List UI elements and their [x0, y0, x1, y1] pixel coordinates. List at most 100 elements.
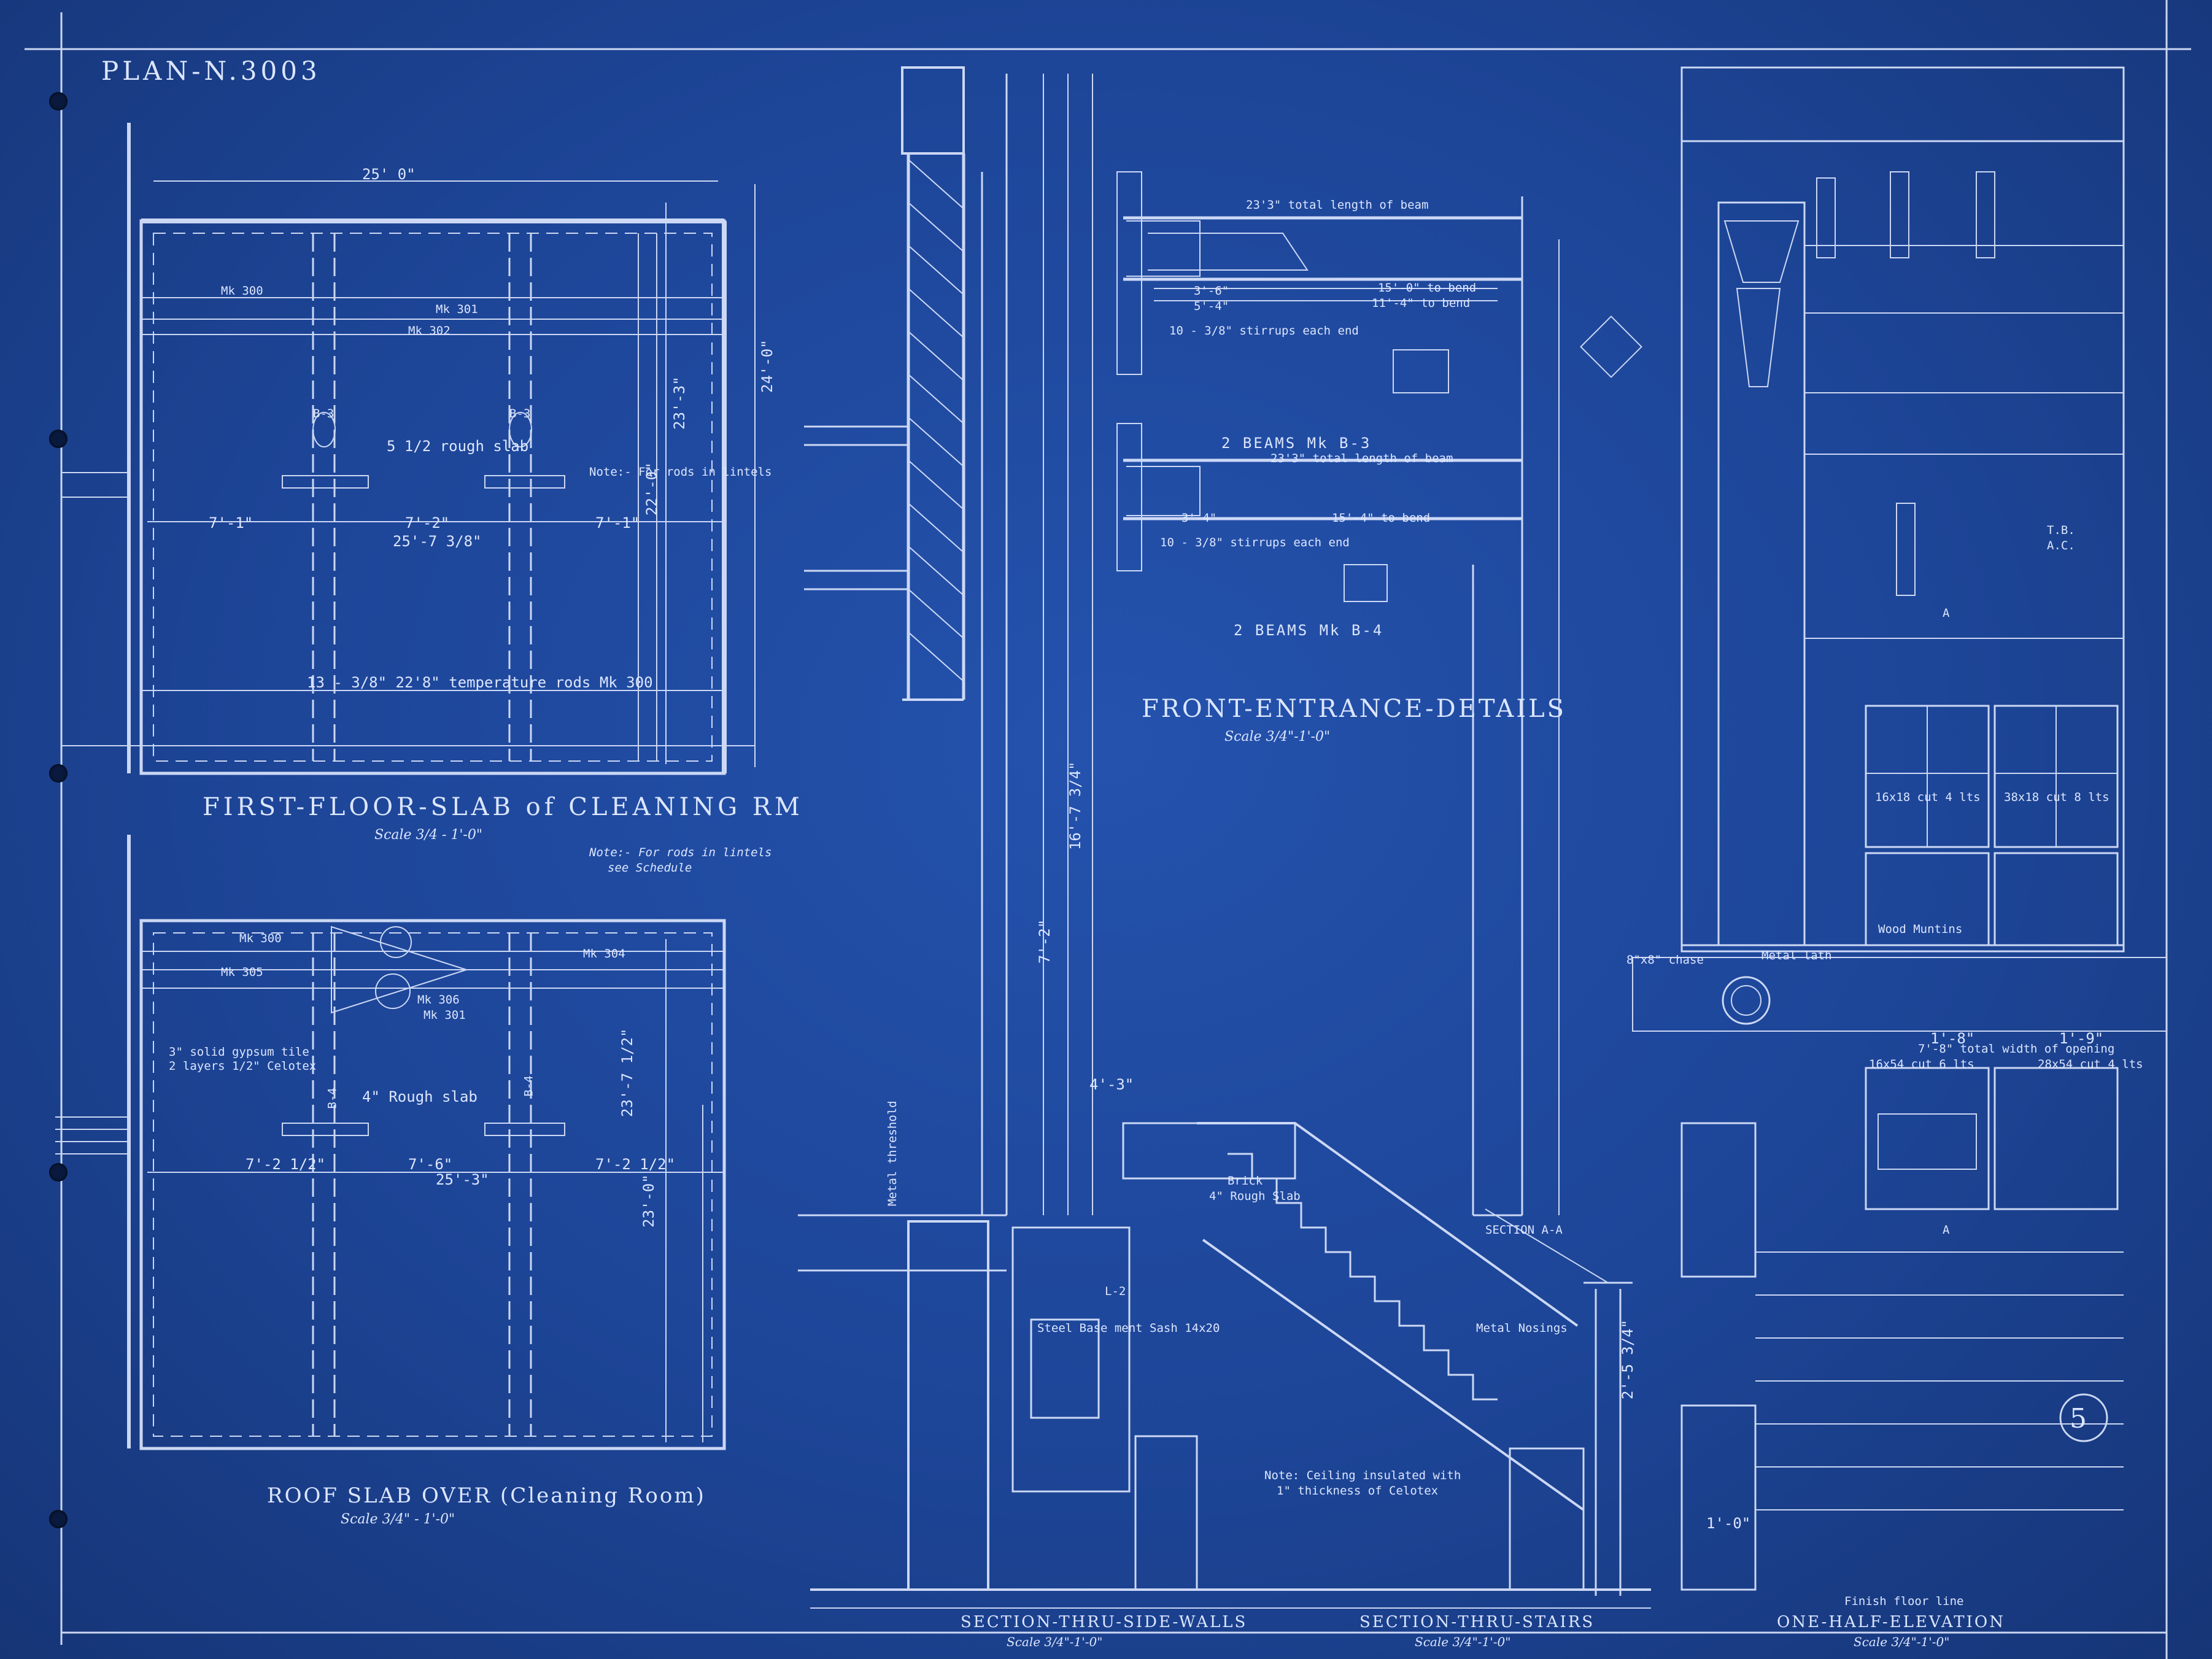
dim-7-6: 7'-6": [408, 1156, 453, 1173]
binder-hole: [49, 1163, 68, 1181]
dim-25-3: 25'-3": [436, 1171, 489, 1188]
dim-1-8: 1'-8": [1930, 1030, 1975, 1047]
view-scale-first-floor: Scale 3/4 - 1'-0": [374, 827, 482, 843]
note-lintels-a: Note:- For rods in lintels: [589, 846, 772, 859]
note-ceiling: Note: Ceiling insulated with: [1264, 1469, 1461, 1482]
dim-11-4: 11'-4" to bend: [1372, 296, 1471, 310]
dim-23-0: 23'-0": [640, 1174, 657, 1228]
note-ceiling-2: 1" thickness of Celotex: [1277, 1484, 1439, 1498]
note-glass-4: 28x54 cut 4 lts: [2038, 1058, 2143, 1071]
dim-7-2h2: 7'-2 1/2": [595, 1156, 676, 1173]
note-metal-lath: Metal lath: [1761, 949, 1832, 962]
dim-15-0: 15'-0" to bend: [1378, 281, 1477, 295]
note-beams-b3: 2 BEAMS Mk B-3: [1221, 435, 1372, 452]
note-rough-slab-1: 5 1/2 rough slab: [387, 438, 529, 455]
view-scale-side-walls: Scale 3/4"-1'-0": [1007, 1634, 1103, 1649]
dim-1-0: 1'-0": [1706, 1515, 1751, 1532]
mark-mk302-a: Mk 302: [408, 324, 451, 338]
mark-b3-left: B-3: [313, 407, 335, 420]
section-stairs: [1122, 1122, 1633, 1596]
binder-hole: [49, 764, 68, 783]
note-glass-3: 16x54 cut 6 lts: [1869, 1058, 1974, 1071]
sheet-number: 5: [2070, 1403, 2087, 1434]
mark-mk306-b: Mk 306: [417, 993, 460, 1007]
view-title-stairs: SECTION-THRU-STAIRS: [1359, 1613, 1595, 1631]
note-temp-rods: 13 - 3/8" 22'8" temperature rods Mk 300: [307, 674, 653, 691]
dim-7-2: 7'-2": [405, 514, 450, 532]
note-beam-len-2: 23'3" total length of beam: [1270, 452, 1453, 465]
view-scale-stairs: Scale 3/4"-1'-0": [1415, 1634, 1511, 1649]
mark-b4-left: B-4: [325, 1088, 339, 1109]
dim-7-1a: 7'-1": [209, 514, 253, 532]
mark-mk304-b: Mk 304: [583, 947, 625, 961]
mark-b3-right: B-3: [509, 407, 531, 420]
note-metal-nosings: Metal Nosings: [1476, 1321, 1568, 1335]
view-title-half-elevation: ONE-HALF-ELEVATION: [1777, 1613, 2005, 1631]
note-stirrups-1: 10 - 3/8" stirrups each end: [1169, 324, 1359, 338]
mark-a-bottom: A: [1943, 1223, 1950, 1237]
note-ac: A.C.: [2047, 539, 2075, 552]
dim-3-4: 3'-4": [1181, 511, 1217, 525]
binder-hole: [49, 1510, 68, 1528]
note-finish-floor: Finish floor line: [1844, 1595, 1964, 1608]
note-tb: T.B.: [2047, 524, 2075, 537]
view-title-first-floor: FIRST-FLOOR-SLAB of CLEANING RM: [203, 793, 804, 821]
note-gypsum: 3" solid gypsum tile: [169, 1045, 309, 1059]
mark-mk301-a: Mk 301: [436, 303, 478, 316]
view-scale-half-elevation: Scale 3/4"-1'-0": [1854, 1634, 1950, 1649]
dim-23-3: 23'-3": [671, 376, 688, 430]
dim-15-4: 15'-4" to bend: [1332, 511, 1431, 525]
dim-23-7: 23'-7 1/2": [619, 1028, 636, 1118]
view-title-roof-slab: ROOF SLAB OVER (Cleaning Room): [267, 1483, 706, 1508]
dim-25-7: 25'-7 3/8": [393, 533, 482, 550]
dim-7-2h: 7'-2 1/2": [246, 1156, 326, 1173]
dim-1-9: 1'-9": [2059, 1030, 2104, 1047]
view-title-side-walls: SECTION-THRU-SIDE-WALLS: [961, 1613, 1248, 1631]
note-stirrups-2: 10 - 3/8" stirrups each end: [1160, 536, 1350, 549]
binder-hole: [49, 430, 68, 448]
dim-4-3: 4'-3": [1089, 1076, 1134, 1093]
view-title-front-entrance: FRONT-ENTRANCE-DETAILS: [1142, 695, 1567, 723]
note-chase: 8"x8" chase: [1626, 953, 1704, 967]
mark-b4-right: B-4: [522, 1075, 536, 1097]
note-rough-slab-2: 4" Rough slab: [362, 1088, 478, 1105]
note-lintels: Note:- For rods in lintels: [589, 465, 772, 479]
dim-24-0: 24'-0": [759, 339, 776, 393]
note-beam-len-1: 23'3" total length of beam: [1246, 198, 1429, 212]
note-beams-b4: 2 BEAMS Mk B-4: [1234, 622, 1384, 639]
beam-details: [1116, 171, 1642, 1215]
first-floor-slab-plan: [61, 123, 756, 775]
half-elevation: [1632, 66, 2167, 1591]
dim-2-5: 2'-5 3/4": [1619, 1319, 1636, 1399]
note-steel-sash: Steel Base ment Sash 14x20: [1037, 1321, 1220, 1335]
note-glass-2: 38x18 cut 8 lts: [2004, 791, 2110, 804]
binder-hole: [49, 92, 68, 110]
mark-a-top: A: [1943, 606, 1950, 620]
note-rough-slab-4: 4" Rough Slab: [1209, 1189, 1301, 1203]
dim-25-0: 25' 0": [362, 166, 416, 183]
note-wood-muntins: Wood Muntins: [1878, 922, 1963, 936]
mark-mk305-b: Mk 305: [221, 965, 263, 979]
note-glass-1: 16x18 cut 4 lts: [1875, 791, 1981, 804]
dim-16-7: 16'-7 3/4": [1067, 761, 1084, 851]
note-opening: 7'-8" total width of opening: [1918, 1042, 2115, 1056]
section-side-walls: [798, 66, 1651, 1609]
view-scale-roof-slab: Scale 3/4" - 1'-0": [341, 1512, 455, 1527]
dim-3-6: 3'-6": [1194, 284, 1229, 298]
note-metal-threshold: Metal threshold: [886, 1100, 899, 1206]
mark-mk300-b: Mk 300: [239, 932, 282, 945]
mark-mk300-a: Mk 300: [221, 284, 263, 298]
note-celotex: 2 layers 1/2" Celotex: [169, 1059, 317, 1073]
dim-7-2b: 7'-2": [1036, 919, 1053, 964]
mark-mk301-b: Mk 301: [423, 1008, 466, 1022]
note-lintels-b: see Schedule: [608, 861, 692, 875]
note-brick: Brick: [1228, 1174, 1263, 1188]
note-section-aa: SECTION A-A: [1485, 1223, 1563, 1237]
plan-number: PLAN-N.3003: [101, 56, 321, 86]
dim-5-4: 5'-4": [1194, 300, 1229, 313]
view-scale-front-entrance: Scale 3/4"-1'-0": [1224, 729, 1331, 744]
roof-slab-plan: [55, 835, 726, 1450]
dim-7-1b: 7'-1": [595, 514, 640, 532]
mark-l2: L-2: [1105, 1285, 1126, 1298]
